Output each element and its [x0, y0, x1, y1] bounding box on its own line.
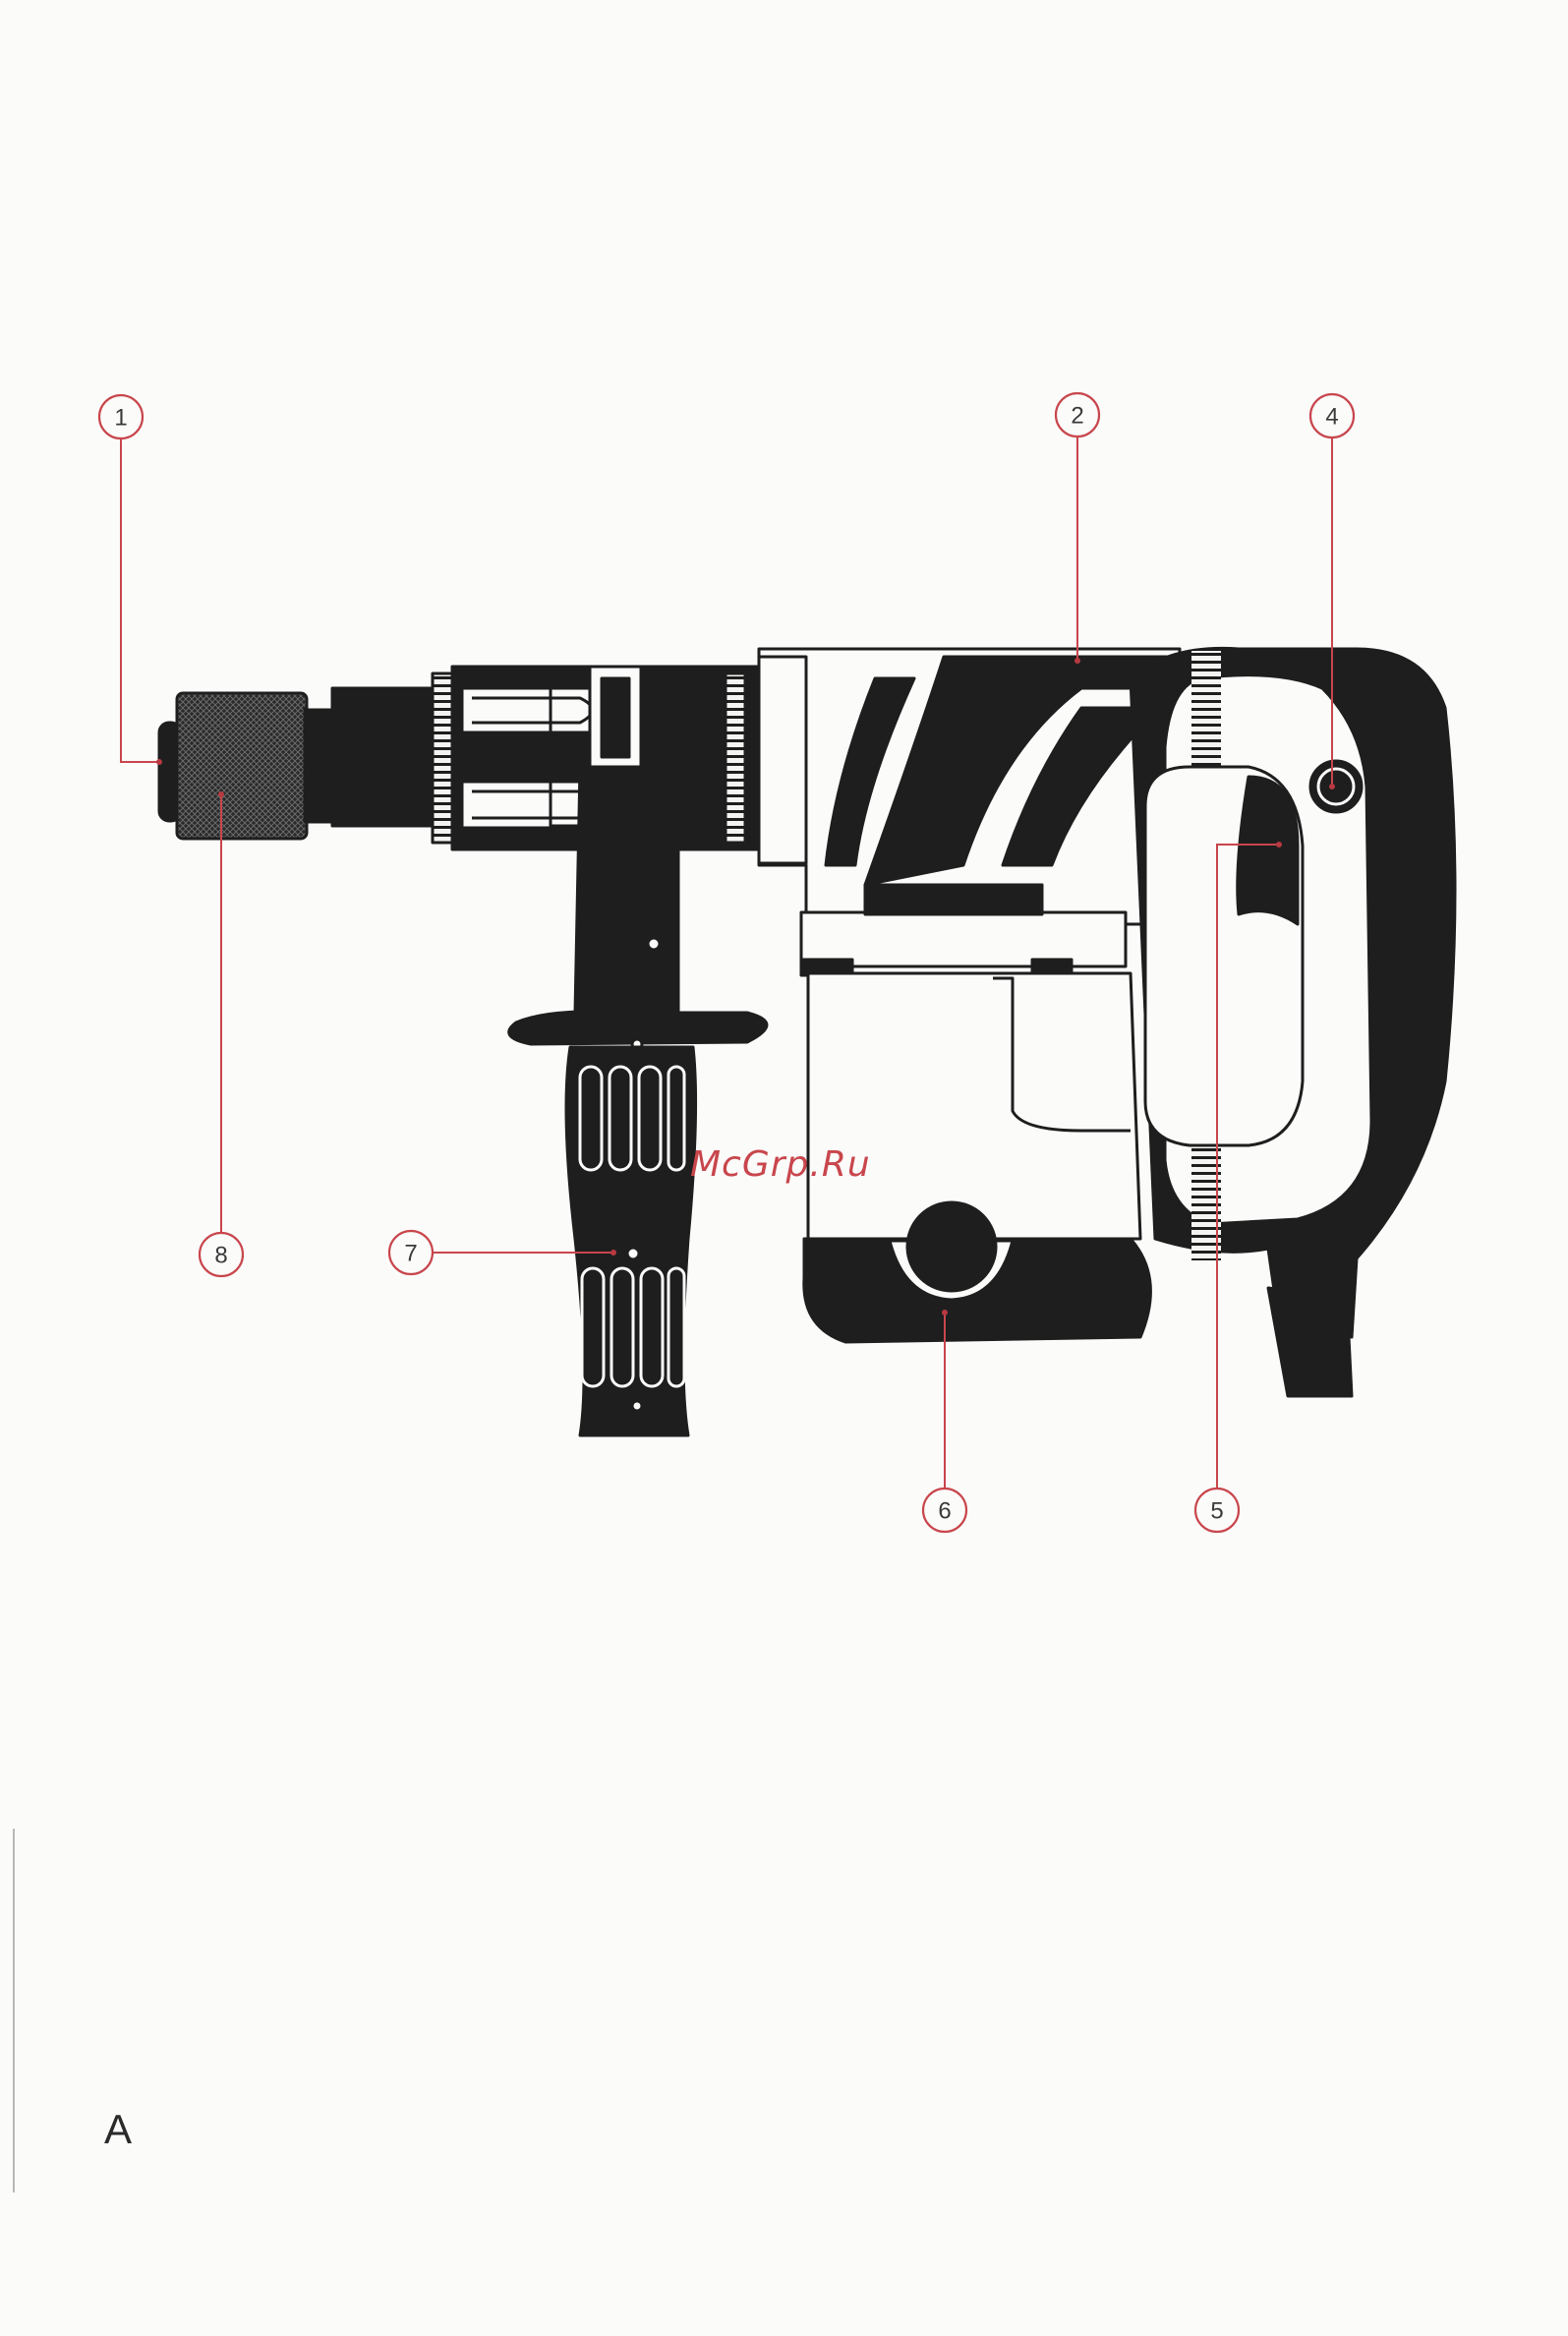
callout-label-1: 1 — [114, 405, 127, 432]
callout-label-2: 2 — [1071, 403, 1083, 430]
callout-label-4: 4 — [1325, 404, 1338, 431]
figure-letter: A — [104, 2106, 132, 2153]
callout-6: 6 — [923, 1310, 966, 1532]
chuck — [159, 693, 334, 839]
tool-drawing — [159, 648, 1455, 1435]
barrel — [332, 667, 765, 849]
callout-2: 2 — [1056, 393, 1099, 664]
callout-8: 8 — [200, 791, 243, 1276]
gear-housing — [759, 649, 1180, 975]
callout-label-5: 5 — [1210, 1498, 1223, 1525]
rear-handle — [1131, 648, 1455, 1396]
callout-label-7: 7 — [404, 1241, 417, 1267]
watermark: McGrp.Ru — [690, 1144, 871, 1185]
callout-label-8: 8 — [214, 1243, 227, 1269]
callout-label-6: 6 — [938, 1498, 951, 1525]
callout-1: 1 — [99, 395, 162, 765]
